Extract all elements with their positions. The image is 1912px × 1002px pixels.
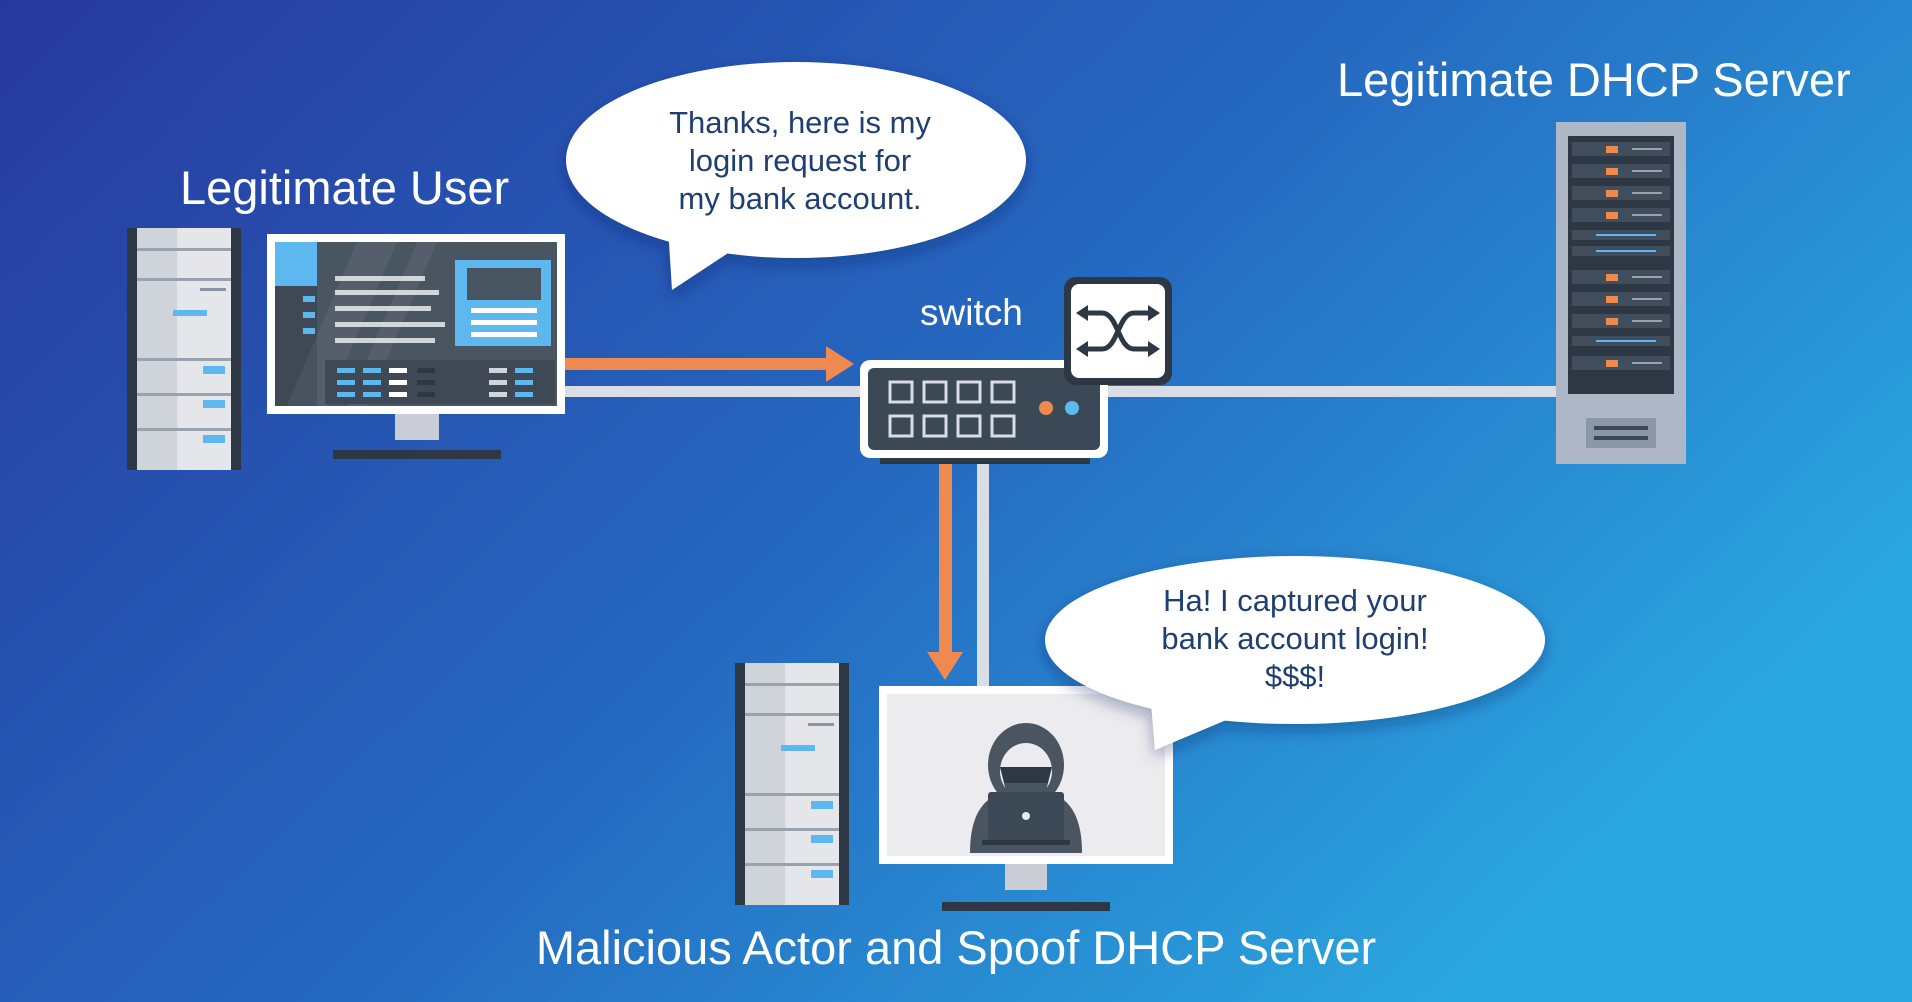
user-bubble-line: Thanks, here is my — [669, 105, 931, 140]
network-switch-icon — [860, 360, 1108, 464]
user-bubble-text: Thanks, here is my login request for my … — [600, 104, 1000, 218]
monitor-icon — [267, 234, 565, 459]
desktop-tower-icon — [127, 228, 241, 470]
attacker-speech-bubble — [1045, 556, 1545, 750]
legitimate-dhcp-server-label: Legitimate DHCP Server — [1337, 53, 1851, 106]
captured-arrow — [927, 455, 963, 680]
attacker-bubble-line: bank account login! — [1161, 621, 1429, 656]
attacker-bubble-line: $$$! — [1264, 659, 1326, 694]
laptop-icon — [982, 792, 1070, 845]
attacker-bubble-line: Ha! I captured your — [1163, 583, 1427, 618]
network-cables — [563, 386, 1560, 695]
malicious-actor-label: Malicious Actor and Spoof DHCP Server — [535, 921, 1377, 974]
switch-shuffle-icon — [1064, 277, 1172, 385]
server-rack-icon — [1556, 122, 1686, 464]
legitimate-user-label: Legitimate User — [180, 161, 510, 214]
user-speech-bubble — [566, 62, 1026, 290]
attacker-bubble-text: Ha! I captured your bank account login! … — [1095, 582, 1495, 696]
user-bubble-line: my bank account. — [678, 181, 922, 216]
user-bubble-line: login request for — [688, 143, 912, 178]
request-arrow — [563, 346, 854, 382]
desktop-tower-icon — [735, 663, 849, 905]
switch-label: switch — [920, 292, 1023, 333]
monitor-icon — [879, 686, 1173, 911]
